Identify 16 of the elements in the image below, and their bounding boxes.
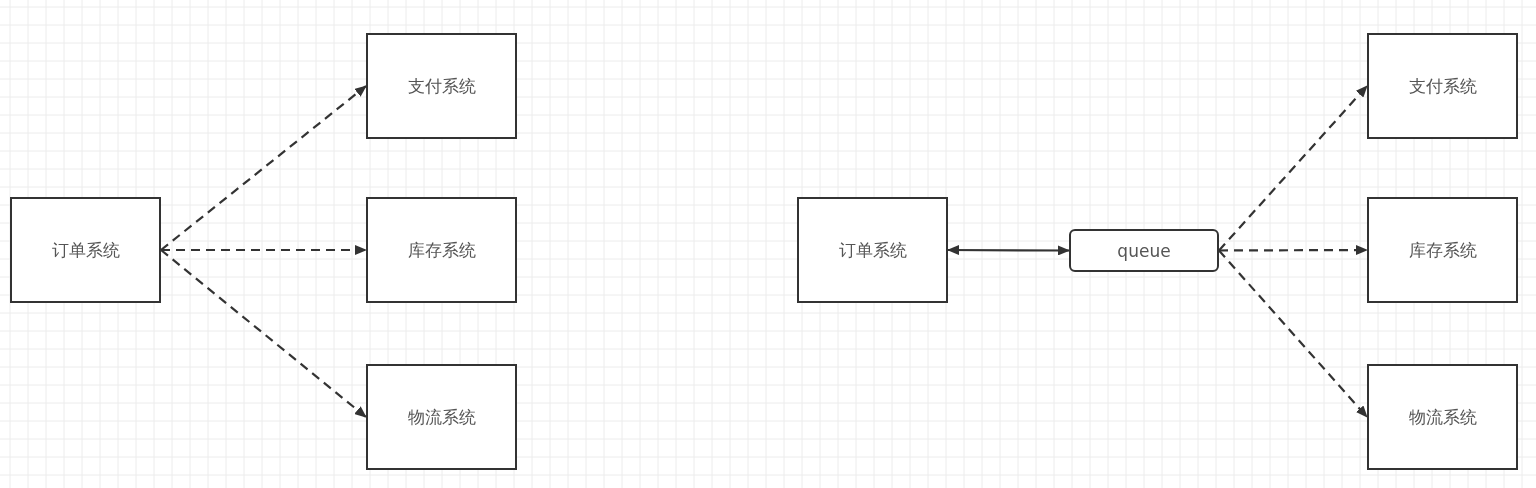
arrow: [160, 85, 367, 251]
queue-box: queue: [1069, 229, 1219, 272]
arrow: [1218, 249, 1368, 418]
system-box: 订单系统: [797, 197, 948, 303]
system-box: 物流系统: [366, 364, 517, 470]
system-box: 支付系统: [366, 33, 517, 139]
arrow: [1219, 245, 1368, 256]
arrow: [947, 245, 1070, 256]
arrow: [161, 245, 367, 255]
system-box: 库存系统: [366, 197, 517, 303]
arrow: [160, 249, 367, 418]
arrow: [1218, 85, 1368, 252]
system-box: 库存系统: [1367, 197, 1518, 303]
system-box: 支付系统: [1367, 33, 1518, 139]
system-box: 物流系统: [1367, 364, 1518, 470]
system-box: 订单系统: [10, 197, 161, 303]
